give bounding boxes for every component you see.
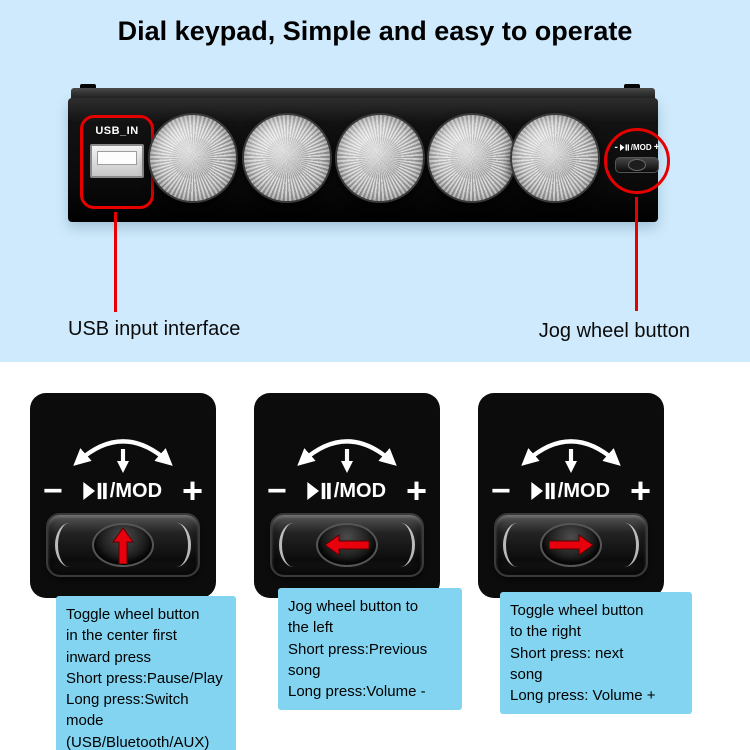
usb-port	[90, 144, 144, 178]
mod-label: /MOD	[307, 480, 386, 503]
plus-symbol: +	[629, 470, 651, 511]
plus-symbol: +	[181, 470, 203, 511]
page-title: Dial keypad, Simple and easy to operate	[117, 16, 633, 46]
down-arrow-icon	[565, 449, 577, 473]
rotary-knob-4	[427, 113, 517, 203]
mod-text: /MOD	[557, 479, 611, 502]
down-arrow-icon	[341, 449, 353, 473]
jog-wheel-illustration	[46, 513, 200, 577]
play-pause-icon	[307, 482, 331, 500]
plus-symbol: +	[405, 470, 427, 511]
minus-symbol: −	[491, 472, 511, 510]
description-box-right: Toggle wheel button to the right Short p…	[500, 592, 692, 715]
arc-arrows-icon	[297, 439, 397, 466]
rotary-knob-2	[242, 113, 332, 203]
description-box-center: Toggle wheel button in the center first …	[56, 596, 236, 750]
jog-callout-text: Jog wheel button	[538, 320, 690, 342]
usb-callout-outline: USB_IN	[80, 115, 154, 209]
red-arrow-right-icon	[549, 534, 593, 556]
usb-port-label: USB_IN	[95, 125, 139, 137]
jog-instruction-card-left: − /MOD +	[254, 393, 440, 598]
jog-minus: -	[614, 142, 618, 153]
rotary-knob-3	[335, 113, 425, 203]
jog-wheel-label: - /MOD +	[607, 142, 667, 153]
jog-plus: +	[653, 142, 660, 153]
panel-face: USB_IN -	[68, 98, 670, 222]
red-arrow-up-icon	[112, 528, 134, 564]
jog-wheel	[615, 157, 659, 173]
usb-callout-line	[114, 212, 117, 312]
rotary-knob-5	[510, 113, 600, 203]
mod-label: /MOD	[83, 480, 162, 503]
device-panel: USB_IN -	[68, 84, 670, 226]
minus-symbol: −	[43, 472, 63, 510]
jog-label-row: − /MOD +	[30, 473, 216, 509]
rotary-knob-1	[148, 113, 238, 203]
arc-arrows-icon	[521, 439, 621, 466]
mod-label: /MOD	[531, 480, 610, 503]
mod-text: /MOD	[333, 479, 387, 502]
jog-callout-line	[635, 197, 638, 311]
jog-wheel-illustration	[494, 513, 648, 577]
red-arrow-left-icon	[325, 534, 369, 556]
usb-callout-text: USB input interface	[68, 318, 241, 340]
arc-arrows-icon	[73, 439, 173, 466]
jog-wheel-illustration	[270, 513, 424, 577]
jog-instruction-card-center: − /MOD +	[30, 393, 216, 598]
down-arrow-icon	[117, 449, 129, 473]
mod-text: /MOD	[109, 479, 163, 502]
description-box-left: Jog wheel button to the left Short press…	[278, 588, 462, 711]
play-pause-icon	[531, 482, 555, 500]
top-section: Dial keypad, Simple and easy to operate …	[0, 0, 750, 362]
jog-label-row: − /MOD +	[254, 473, 440, 509]
play-pause-icon	[619, 144, 629, 151]
panel-top-edge	[71, 88, 655, 100]
play-pause-icon	[83, 482, 107, 500]
jog-mod-text: /MOD	[630, 143, 652, 152]
jog-instruction-card-right: − /MOD +	[478, 393, 664, 598]
minus-symbol: −	[267, 472, 287, 510]
jog-callout-outline: - /MOD +	[604, 128, 670, 194]
jog-label-row: − /MOD +	[478, 473, 664, 509]
